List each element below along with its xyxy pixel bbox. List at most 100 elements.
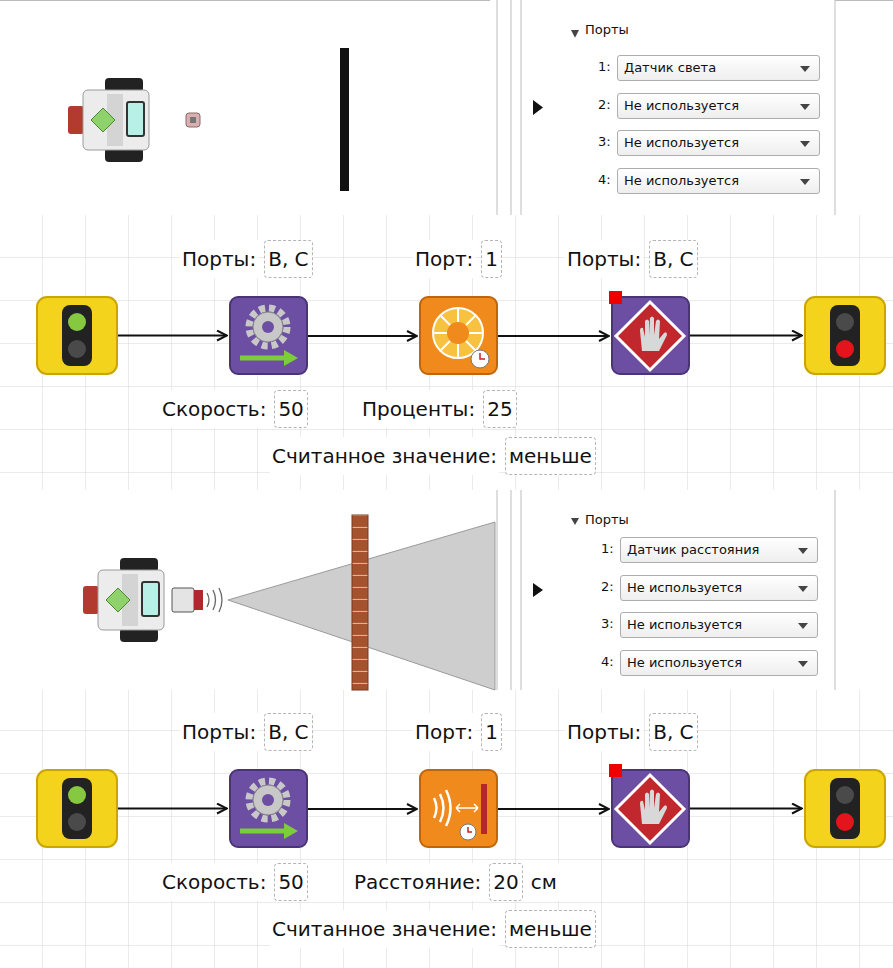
- parameter-row: Порты:B, C: [565, 713, 698, 751]
- flow-arrow: [308, 335, 417, 337]
- dropdown-arrow: [797, 621, 809, 631]
- robot: [68, 78, 149, 162]
- parameter-label: Расстояние:: [352, 863, 483, 901]
- parameter-row: Порты:B, C: [180, 713, 313, 751]
- flow-arrow: [118, 808, 227, 810]
- parameter-label: Считанное значение:: [270, 910, 499, 948]
- program-block: Порты:B, CСкорость:50: [230, 770, 307, 847]
- port-number: 3:: [598, 134, 611, 150]
- dropdown-value: Датчик расстояния: [627, 542, 759, 558]
- parameter-row: Скорость:50: [160, 863, 308, 901]
- parameter-label: Проценты:: [360, 390, 477, 428]
- flow-arrow: [690, 335, 802, 337]
- port-number: 3:: [601, 616, 614, 632]
- program-block: Порты:B, C: [612, 297, 689, 374]
- brick-wall: [352, 515, 368, 690]
- flow-arrow: [498, 808, 609, 810]
- parameter-value: B, C: [649, 240, 697, 278]
- parameter-row: Расстояние:20см: [352, 863, 559, 901]
- parameter-value: 1: [481, 713, 502, 751]
- program-block: Порты:B, CСкорость:50: [230, 297, 307, 374]
- dropdown-arrow: [799, 102, 811, 112]
- dropdown-arrow: [798, 661, 808, 667]
- port-dropdown: Датчик расстояния: [620, 537, 818, 563]
- parameter-label: Порт:: [413, 713, 475, 751]
- dropdown-arrow: [797, 659, 809, 669]
- parameter-value: 50: [274, 863, 307, 901]
- parameter-label: Скорость:: [160, 390, 268, 428]
- parameter-row: Порт:1: [413, 713, 502, 751]
- program-grid: [0, 690, 893, 968]
- port-number: 1:: [601, 541, 614, 557]
- distance-wait-block: [420, 770, 497, 847]
- ports-panel-frame: [490, 0, 835, 215]
- parameter-value: 1: [481, 240, 502, 278]
- port-number: 2:: [601, 579, 614, 595]
- start-block: [37, 770, 117, 847]
- stop-block: [609, 764, 689, 847]
- flow-arrow: [498, 335, 609, 337]
- motor-block: [230, 297, 307, 374]
- parameter-row: Скорость:50: [160, 390, 308, 428]
- parameter-label: Порты:: [180, 240, 258, 278]
- dropdown-value: Не используется: [624, 173, 739, 189]
- dropdown-value: Не используется: [624, 135, 739, 151]
- parameter-label: см: [529, 863, 559, 901]
- flow-arrow: [690, 808, 802, 810]
- parameter-row: Проценты:25: [360, 390, 517, 428]
- port-number: 2:: [598, 97, 611, 113]
- parameter-value: 20: [489, 863, 522, 901]
- port-dropdown: Не используется: [620, 650, 818, 676]
- dropdown-value: Не используется: [627, 580, 742, 596]
- parameter-value: B, C: [264, 713, 312, 751]
- motor-block: [230, 770, 307, 847]
- dropdown-arrow: [798, 623, 808, 629]
- parameter-label: Порты:: [565, 240, 643, 278]
- light-sensor: [186, 113, 200, 127]
- end-block: [805, 297, 885, 374]
- parameter-value: B, C: [264, 240, 312, 278]
- program-block: Порт:1Проценты:25Считанное значение:мень…: [420, 297, 497, 374]
- port-dropdown: Не используется: [617, 168, 820, 194]
- parameter-value: меньше: [505, 910, 596, 948]
- flow-arrow: [308, 808, 417, 810]
- dropdown-value: Не используется: [627, 655, 742, 671]
- parameter-label: Скорость:: [160, 863, 268, 901]
- dropdown-value: Не используется: [627, 617, 742, 633]
- parameter-value: 50: [274, 390, 307, 428]
- light-wait-block: [420, 297, 497, 374]
- port-number: 1:: [598, 59, 611, 75]
- dropdown-arrow: [797, 546, 809, 556]
- dropdown-arrow: [799, 139, 811, 149]
- dropdown-arrow: [800, 104, 810, 110]
- port-dropdown: Не используется: [617, 93, 820, 119]
- robot: [83, 558, 164, 642]
- program-block: Порт:1Расстояние:20смСчитанное значение:…: [420, 770, 497, 847]
- parameter-value: 25: [483, 390, 516, 428]
- port-dropdown: Не используется: [620, 575, 818, 601]
- black-line: [340, 48, 349, 191]
- dropdown-value: Датчик света: [624, 60, 716, 76]
- port-dropdown: Не используется: [617, 130, 820, 156]
- dropdown-value: Не используется: [624, 98, 739, 114]
- panel-heading: Порты: [585, 22, 629, 38]
- port-dropdown: Не используется: [620, 612, 818, 638]
- dropdown-arrow: [799, 64, 811, 74]
- program-block: Порты:B, C: [612, 770, 689, 847]
- parameter-value: B, C: [649, 713, 697, 751]
- dropdown-arrow: [798, 548, 808, 554]
- start-block: [37, 297, 117, 374]
- dropdown-arrow: [799, 177, 811, 187]
- dropdown-arrow: [800, 141, 810, 147]
- flow-arrow: [118, 335, 227, 337]
- parameter-label: Считанное значение:: [270, 437, 499, 475]
- stop-block: [609, 291, 689, 374]
- port-number: 4:: [598, 172, 611, 188]
- program-grid: [0, 215, 893, 490]
- dropdown-arrow: [797, 584, 809, 594]
- end-block: [805, 770, 885, 847]
- panel-heading: Порты: [585, 512, 629, 528]
- parameter-row: Порт:1: [413, 240, 502, 278]
- ports-panel-frame: [490, 490, 835, 690]
